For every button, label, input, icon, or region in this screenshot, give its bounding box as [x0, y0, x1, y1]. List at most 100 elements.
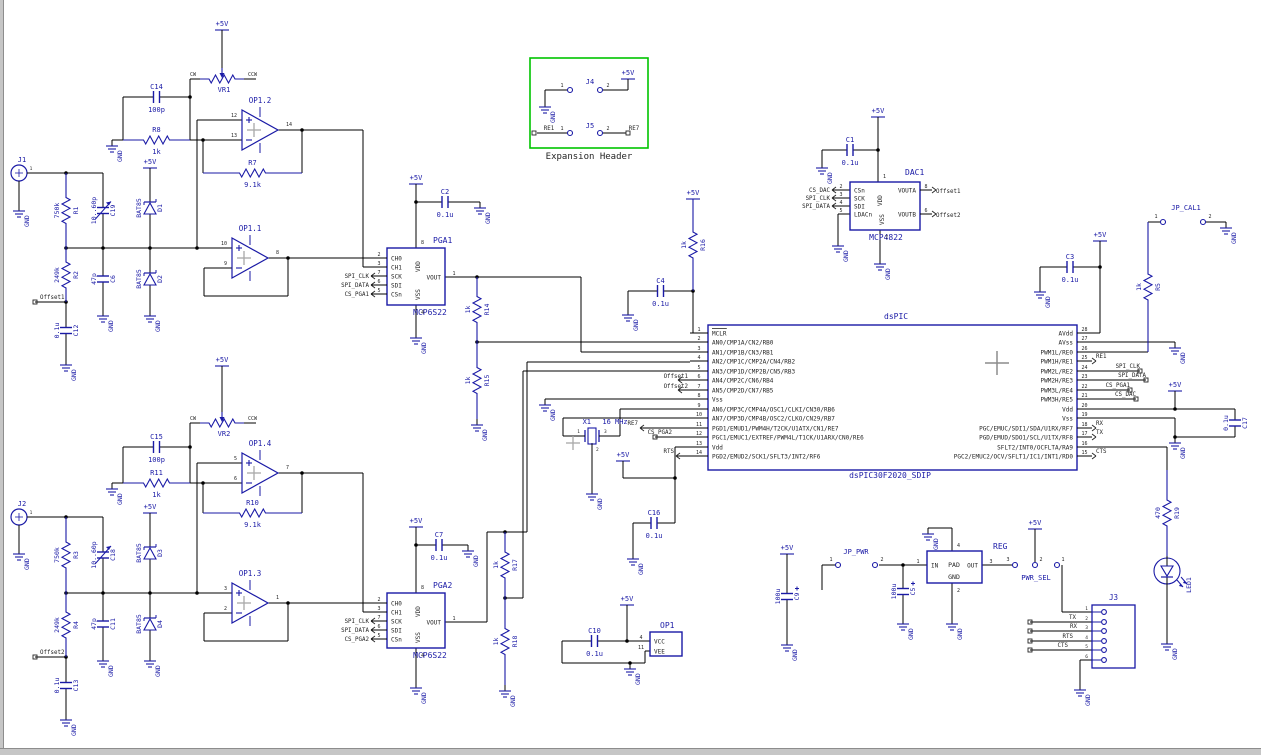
gnd-flag[interactable]: GND [106, 140, 124, 162]
resistor-R7[interactable]: R79.1k [203, 159, 302, 189]
net-label-RE7[interactable]: RE7 [629, 126, 640, 132]
gnd-flag[interactable]: GND [60, 359, 78, 381]
gnd-flag[interactable]: GND [874, 258, 892, 280]
gnd-flag[interactable]: GND [1220, 222, 1238, 244]
capacitor-C7[interactable]: C70.1u [416, 531, 462, 562]
capacitor-C3[interactable]: C30.1u [1040, 253, 1100, 284]
wires[interactable] [18, 30, 1235, 684]
net-label-Offset1[interactable]: Offset1 [936, 189, 961, 195]
connector-J2[interactable]: 1J2 [10, 500, 33, 526]
gnd-flag[interactable]: GND [97, 655, 115, 677]
gnd-flag[interactable]: GND [60, 714, 78, 736]
gnd-flag[interactable]: GND [946, 618, 964, 640]
net-label-CS_DAC[interactable]: CS_DAC [809, 188, 830, 194]
net-label-Offset1[interactable]: Offset1 [40, 295, 65, 301]
gnd-flag[interactable]: GND [106, 483, 124, 505]
net-label-CTS[interactable]: CTS [1058, 643, 1069, 649]
gnd-flag[interactable]: GND [13, 205, 31, 227]
gnd-flag[interactable]: GND [499, 685, 517, 707]
net-label-RE7[interactable]: RE7 [628, 421, 639, 427]
net-label-RTS[interactable]: RTS [664, 449, 675, 455]
vcc-flag[interactable]: +5V [621, 69, 635, 83]
gnd-flag[interactable]: GND [13, 548, 31, 570]
gnd-flag[interactable]: GND [144, 655, 162, 677]
gnd-flag[interactable]: GND [627, 553, 645, 575]
ic-PGA2[interactable]: PGA2MCP6S222CH03CH17SCK6SDI5CSn1VOUT8VDD… [371, 581, 456, 660]
net-label-RE1[interactable]: RE1 [1096, 354, 1107, 360]
net-label-SPI_DATA[interactable]: SPI_DATA [341, 283, 369, 289]
net-label-RX[interactable]: RX [1096, 421, 1103, 427]
vcc-flag[interactable]: +5V [409, 517, 423, 531]
gnd-flag[interactable]: GND [1169, 437, 1187, 459]
gnd-flag[interactable]: GND [816, 162, 834, 184]
vcc-flag[interactable]: +5V [620, 595, 634, 609]
ic-dsPIC[interactable]: dsPICdsPIC30F2020_SDIP1MCLR2AN0/CMP1A/CN… [690, 312, 1092, 480]
net-label-CS_PGA1[interactable]: CS_PGA1 [345, 292, 370, 298]
gnd-flag[interactable]: GND [832, 240, 850, 262]
gnd-flag[interactable]: GND [622, 309, 640, 331]
gnd-flag[interactable]: GND [539, 399, 557, 421]
gnd-flag[interactable]: GND [781, 639, 799, 661]
net-label-CS_DAC[interactable]: CS_DAC [1115, 392, 1136, 398]
net-label-SPI_CLK[interactable]: SPI_CLK [1116, 364, 1141, 370]
expansion-header-box[interactable]: Expansion Header [529, 57, 649, 162]
net-label-RTS[interactable]: RTS [1063, 634, 1074, 640]
capacitor-C1[interactable]: C10.1u [822, 136, 878, 167]
net-label-SPI_DATA[interactable]: SPI_DATA [802, 204, 830, 210]
net-label-CS_PGA2[interactable]: CS_PGA2 [648, 430, 672, 436]
net-label-Offset1[interactable]: Offset1 [664, 374, 689, 380]
gnd-flag[interactable]: GND [410, 332, 428, 354]
net-label-Offset2[interactable]: Offset2 [664, 384, 688, 390]
net-flag-squares[interactable] [32, 130, 1149, 660]
gnd-flag[interactable]: GND [1074, 684, 1092, 706]
capacitor-C4[interactable]: C40.1u [628, 277, 693, 308]
gnd-flag[interactable]: GND [1161, 638, 1179, 660]
gnd-flag[interactable]: GND [474, 202, 492, 224]
net-label-RX[interactable]: RX [1070, 624, 1077, 630]
net-label-Offset2[interactable]: Offset2 [40, 650, 64, 656]
net-label-SPI_CLK[interactable]: SPI_CLK [345, 274, 370, 280]
gnd-flag[interactable]: GND [144, 310, 162, 332]
gnd-flag[interactable]: GND [897, 618, 915, 640]
ic-DAC1[interactable]: DAC1MCP48222CSn3SCK4SDI5LDACn8VOUTA6VOUT… [839, 168, 932, 242]
net-label-SPI_CLK[interactable]: SPI_CLK [806, 196, 831, 202]
vcc-flag[interactable]: +5V [409, 174, 423, 188]
net-label-SPI_DATA[interactable]: SPI_DATA [341, 628, 369, 634]
vcc-flag[interactable]: +5V [1028, 519, 1042, 533]
gnd-flag[interactable]: GND [922, 528, 940, 550]
net-label-CS_PGA2[interactable]: CS_PGA2 [345, 637, 369, 643]
gnd-flag[interactable]: GND [410, 682, 428, 704]
connector-J1[interactable]: 1J1 [10, 156, 33, 182]
